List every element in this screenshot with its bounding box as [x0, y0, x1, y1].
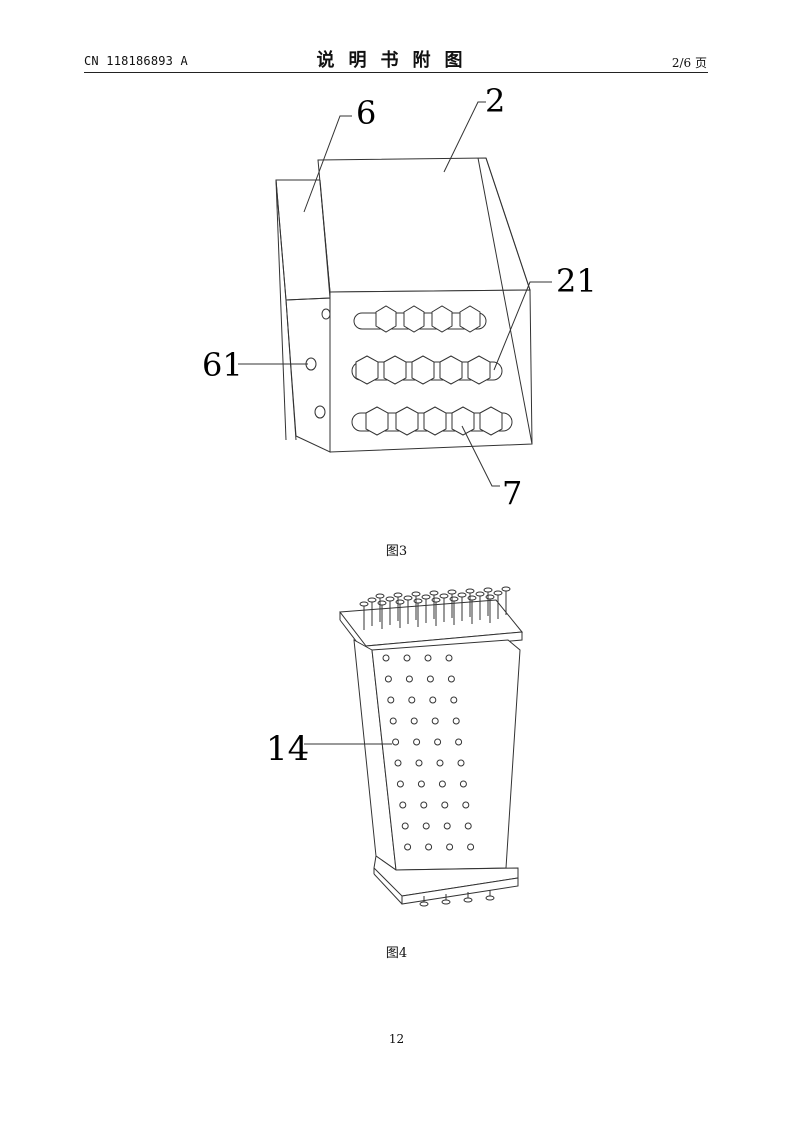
face-hole — [404, 843, 412, 851]
face-hole — [389, 717, 397, 725]
face-hole — [425, 843, 433, 851]
top-pin-head — [431, 597, 441, 603]
face-hole — [452, 717, 460, 725]
top-pin-head — [501, 586, 511, 592]
label-14: 14 — [266, 729, 309, 769]
face-hole — [447, 675, 455, 683]
top-pin-head — [485, 594, 495, 600]
face-hole — [426, 675, 434, 683]
face-hole — [464, 822, 472, 830]
face-hole — [415, 759, 423, 767]
label-21: 21 — [556, 262, 597, 300]
face-hole — [417, 780, 425, 788]
face-hole — [382, 654, 390, 662]
face-hole — [429, 696, 437, 704]
label-6: 6 — [356, 94, 376, 132]
face-hole — [431, 717, 439, 725]
top-pin-head — [457, 592, 467, 598]
face-hole — [405, 675, 413, 683]
top-pin-head — [475, 591, 485, 597]
face-hole — [459, 780, 467, 788]
figure-4-caption: 图4 — [385, 946, 408, 961]
face-hole — [420, 801, 428, 809]
label-61: 61 — [202, 346, 243, 384]
top-pin-head — [447, 589, 457, 595]
publication-number: CN 118186893 A — [84, 54, 188, 68]
section-title: 说明书附图 — [316, 50, 477, 71]
face-hole — [392, 738, 400, 746]
top-pin-head — [411, 591, 421, 597]
top-pin-head — [359, 601, 369, 607]
face-hole — [434, 738, 442, 746]
top-pin-head — [439, 593, 449, 599]
top-pin-head — [413, 598, 423, 604]
face-hole — [457, 759, 465, 767]
face-hole — [401, 822, 409, 830]
face-hole — [467, 843, 475, 851]
top-pin-head — [395, 599, 405, 605]
top-pin-head — [465, 588, 475, 594]
face-hole — [413, 738, 421, 746]
face-hole — [445, 654, 453, 662]
face-hole — [387, 696, 395, 704]
header-divider — [84, 72, 708, 73]
face-hole — [443, 822, 451, 830]
top-pin-head — [493, 590, 503, 596]
top-pin-head — [429, 590, 439, 596]
top-pin-head — [449, 596, 459, 602]
top-pin-head — [377, 600, 387, 606]
face-hole — [462, 801, 470, 809]
face-hole — [441, 801, 449, 809]
face-hole — [384, 675, 392, 683]
page-indicator: 2/6 页 — [671, 56, 707, 70]
page-number: 12 — [388, 1032, 405, 1046]
face-hole — [438, 780, 446, 788]
top-pin-head — [483, 587, 493, 593]
top-pin-head — [367, 597, 377, 603]
face-hole — [446, 843, 454, 851]
label-7: 7 — [502, 474, 522, 512]
figure-3-caption: 图3 — [385, 544, 408, 559]
face-hole — [422, 822, 430, 830]
face-hole — [403, 654, 411, 662]
label-2: 2 — [485, 82, 505, 120]
face-hole — [410, 717, 418, 725]
face-hole — [455, 738, 463, 746]
face-hole — [396, 780, 404, 788]
face-hole — [450, 696, 458, 704]
top-pin-head — [467, 595, 477, 601]
top-pin-head — [393, 592, 403, 598]
face-hole — [424, 654, 432, 662]
face-hole — [436, 759, 444, 767]
top-pin-head — [421, 594, 431, 600]
face-hole — [394, 759, 402, 767]
top-pin-head — [385, 596, 395, 602]
face-hole — [399, 801, 407, 809]
top-pin-head — [375, 593, 385, 599]
face-hole — [408, 696, 416, 704]
top-pin-head — [403, 595, 413, 601]
